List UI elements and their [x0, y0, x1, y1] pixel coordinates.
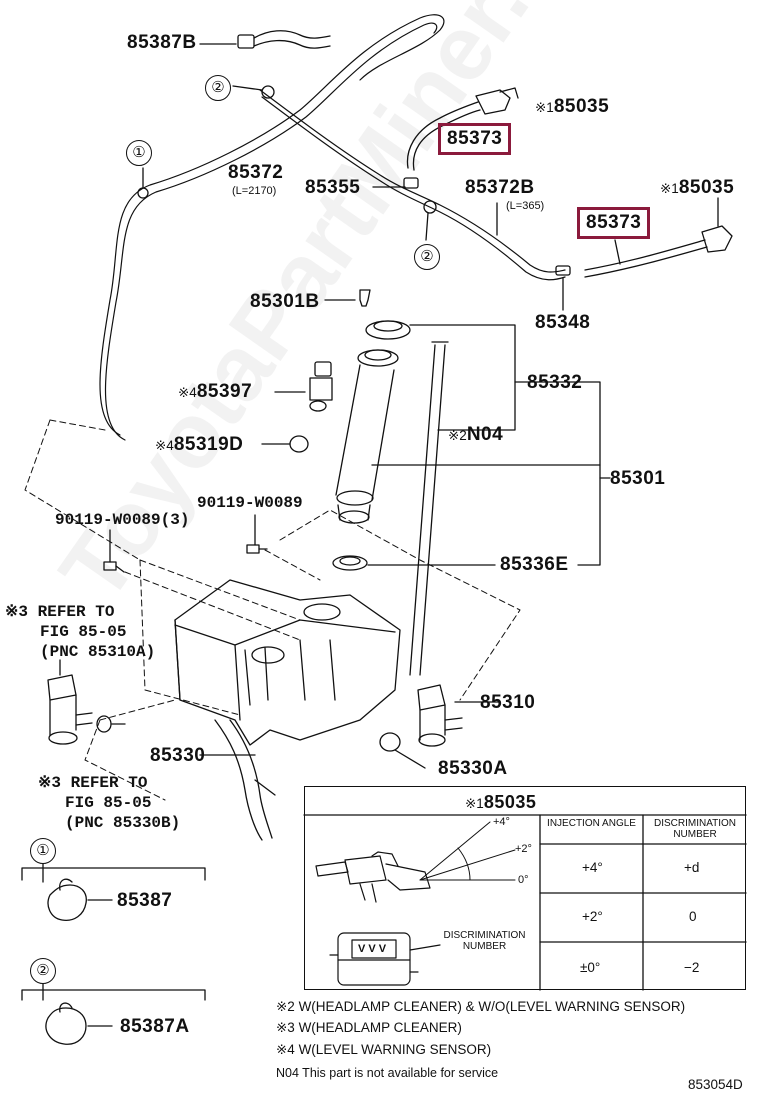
- ref-line: FIG 85-05: [65, 794, 152, 812]
- callout-2-top: ②: [205, 75, 231, 101]
- clamp-85387A: [21, 981, 206, 1045]
- part-number: 85397: [196, 381, 253, 402]
- part-label-85387A[interactable]: 85387A: [120, 1016, 190, 1037]
- note-mark: ※4: [178, 385, 197, 400]
- part-label-85372[interactable]: 85372: [228, 162, 284, 183]
- part-label-85301[interactable]: 85301: [610, 468, 666, 489]
- hose-85373-right: [584, 197, 733, 278]
- part-label-85373-highlighted-top[interactable]: 85373: [438, 123, 512, 155]
- diagram-code: 853054D: [688, 1077, 743, 1092]
- angle-mark-0: 0°: [518, 874, 529, 886]
- legend-callout-1: ①: [30, 838, 56, 864]
- plug-marks: V V V: [358, 943, 387, 955]
- detail-table-title: ※185035: [465, 792, 536, 813]
- pump-85310: [417, 684, 501, 747]
- table-cell-angle: +4°: [582, 860, 603, 875]
- part-label-85348[interactable]: 85348: [535, 312, 591, 333]
- ref-line: (PNC 85330B): [65, 814, 181, 832]
- reference-note-85310A: ※3 REFER TO FIG 85-05 (PNC 85310A): [5, 602, 155, 662]
- hose-85372: [99, 14, 566, 441]
- part-label-90119-W0089-qty3[interactable]: 90119-W0089(3): [55, 511, 190, 529]
- part-label-N04[interactable]: ※2N04: [448, 424, 503, 446]
- part-label-85336E[interactable]: 85336E: [500, 554, 569, 575]
- note-mark: ※1: [535, 100, 554, 115]
- footnote-4: ※4 W(LEVEL WARNING SENSOR): [276, 1042, 492, 1057]
- ref-line: ※3 REFER TO: [38, 774, 148, 792]
- length-85372B: (L=365): [506, 200, 545, 212]
- callout-2-mid: ②: [414, 244, 440, 270]
- footnote-2: ※2 W(HEADLAMP CLEANER) & W/O(LEVEL WARNI…: [276, 999, 686, 1014]
- part-number: 85035: [678, 177, 735, 198]
- part-label-85372B[interactable]: 85372B: [465, 177, 535, 198]
- callout-1: ①: [126, 140, 152, 166]
- nozzle-detail: [315, 821, 516, 986]
- part-number: 85035: [553, 96, 610, 117]
- washer-tank-85330: [174, 579, 401, 841]
- angle-mark-4: +4°: [493, 816, 510, 828]
- part-label-85387B[interactable]: 85387B: [127, 32, 197, 53]
- clamp-85387: [21, 863, 206, 921]
- note-mark: ※4: [155, 438, 174, 453]
- table-cell-number: 0: [689, 909, 697, 924]
- col-header-injection-angle: INJECTION ANGLE: [547, 818, 636, 829]
- table-cell-angle: ±0°: [580, 960, 601, 975]
- part-label-85332[interactable]: 85332: [527, 372, 583, 393]
- footnote-N04: N04 This part is not available for servi…: [276, 1066, 499, 1080]
- part-label-85319D[interactable]: ※485319D: [155, 434, 243, 456]
- ref-line: FIG 85-05: [40, 623, 127, 641]
- angle-mark-2: +2°: [515, 843, 532, 855]
- table-cell-angle: +2°: [582, 909, 603, 924]
- sensor-85397: [274, 361, 333, 412]
- col-header-discrimination-number: DISCRIMINATION NUMBER: [653, 818, 737, 840]
- part-label-85355[interactable]: 85355: [305, 177, 361, 198]
- pump-ref-85310A: [47, 659, 93, 745]
- footnote-3: ※3 W(HEADLAMP CLEANER): [276, 1020, 462, 1035]
- detail-table-grid: [303, 814, 747, 991]
- part-label-85035-right[interactable]: ※185035: [660, 177, 734, 199]
- note-mark: ※2: [448, 428, 467, 443]
- part-label-85310[interactable]: 85310: [480, 692, 536, 713]
- connector-85387B: [199, 30, 331, 49]
- part-label-85301B[interactable]: 85301B: [250, 291, 320, 312]
- part-label-85387[interactable]: 85387: [117, 890, 173, 911]
- table-cell-number: −2: [684, 960, 700, 975]
- note-mark: ※1: [660, 181, 679, 196]
- part-label-85035-top[interactable]: ※185035: [535, 96, 609, 118]
- table-cell-number: +d: [684, 860, 700, 875]
- ref-line: (PNC 85310A): [40, 643, 156, 661]
- discrimination-number-label: DISCRIMINATION NUMBER: [443, 930, 526, 952]
- legend-callout-2: ②: [30, 958, 56, 984]
- ref-line: ※3 REFER TO: [5, 603, 115, 621]
- part-number: N04: [466, 424, 504, 445]
- part-label-85397[interactable]: ※485397: [178, 381, 252, 403]
- length-85372: (L=2170): [232, 185, 277, 197]
- part-label-85373-highlighted-right[interactable]: 85373: [577, 207, 651, 239]
- part-label-85330[interactable]: 85330: [150, 745, 206, 766]
- nozzle-detail-table: [304, 786, 746, 990]
- reference-note-85330B: ※3 REFER TO FIG 85-05 (PNC 85330B): [38, 773, 180, 833]
- part-number: 85319D: [173, 434, 244, 455]
- note-mark: ※1: [465, 796, 484, 811]
- part-label-90119-W0089[interactable]: 90119-W0089: [197, 494, 303, 512]
- filler-neck-85332: [335, 320, 411, 524]
- part-number: 85035: [483, 792, 537, 812]
- part-label-85330A[interactable]: 85330A: [438, 758, 508, 779]
